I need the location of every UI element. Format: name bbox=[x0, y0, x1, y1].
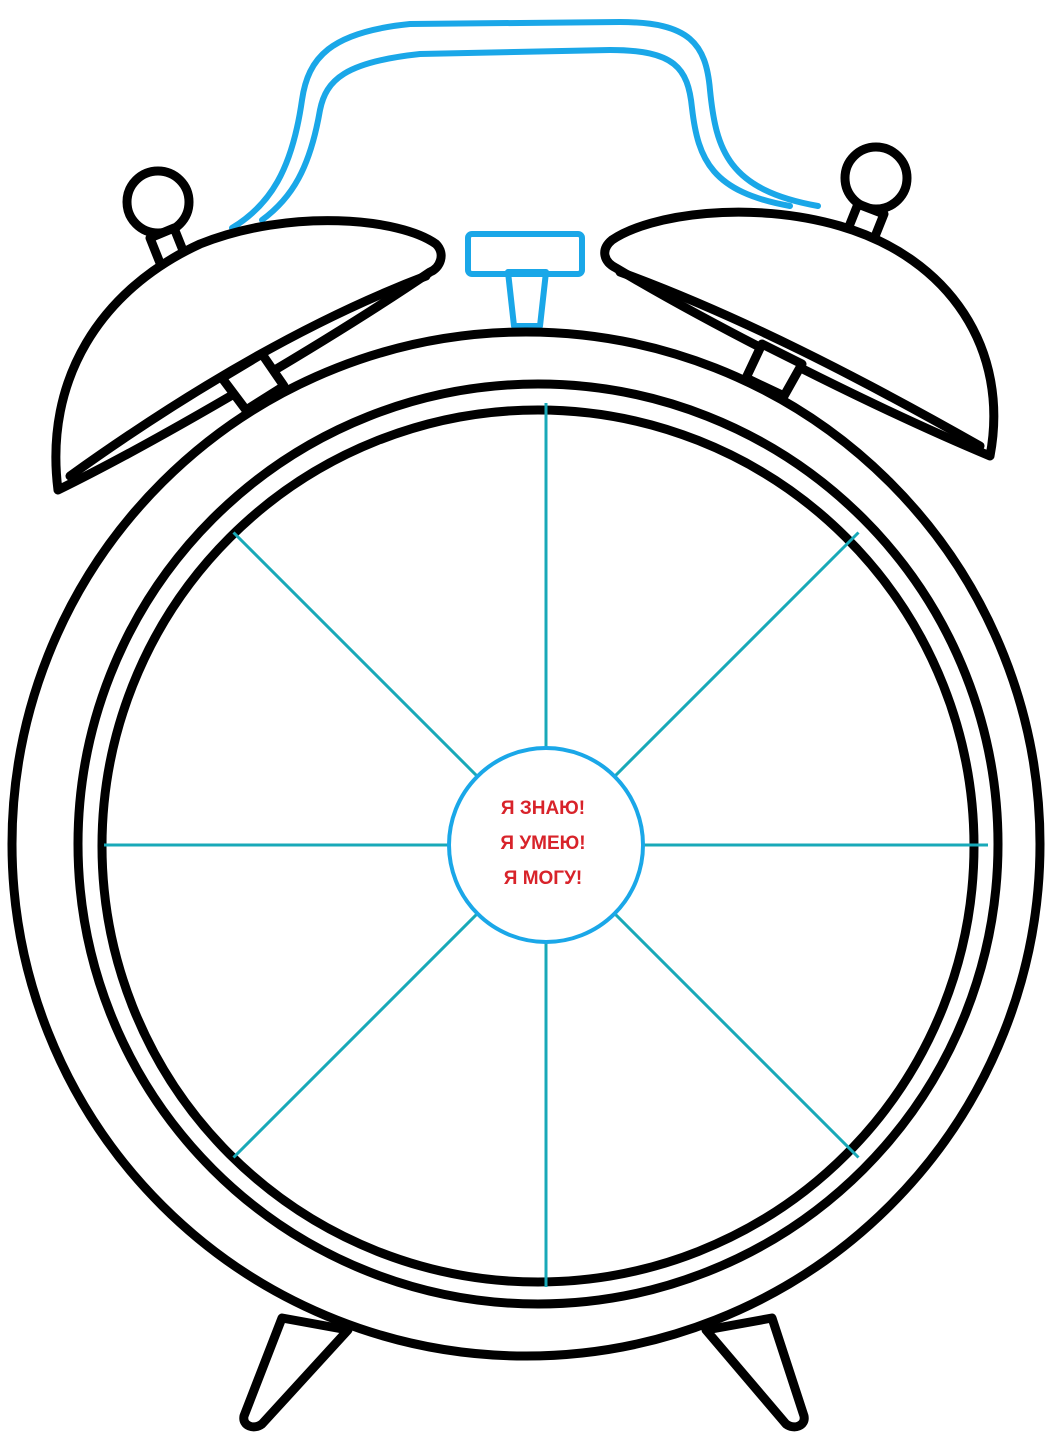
legs bbox=[239, 1313, 809, 1432]
right-leg bbox=[701, 1313, 809, 1432]
handle-outer-line bbox=[229, 19, 821, 231]
handle bbox=[229, 19, 821, 231]
inner-case-ring bbox=[73, 379, 1003, 1309]
left-bell bbox=[51, 166, 446, 495]
dial-spoke-2 bbox=[613, 912, 860, 1159]
center-text-line-2: Я УМЕЮ! bbox=[500, 833, 585, 854]
top-button-cap bbox=[465, 231, 585, 277]
center-text-line-1: Я ЗНАЮ! bbox=[501, 798, 585, 819]
top-button-stem bbox=[505, 269, 549, 329]
right-bell bbox=[600, 142, 999, 461]
handle-inner-line bbox=[259, 47, 793, 223]
right-bell-knob bbox=[840, 142, 912, 214]
left-bell-knob bbox=[122, 166, 194, 238]
left-bell-connector bbox=[217, 349, 289, 415]
dial-spoke-8 bbox=[613, 531, 860, 778]
right-bell-rim-line bbox=[615, 267, 985, 451]
center-badge: Я ЗНАЮ! Я УМЕЮ! Я МОГУ! bbox=[447, 746, 645, 944]
dial-spokes bbox=[104, 403, 988, 1287]
dial-spoke-6 bbox=[232, 531, 479, 778]
center-circle bbox=[447, 746, 645, 944]
left-leg bbox=[239, 1313, 353, 1432]
dial-spoke-4 bbox=[232, 912, 479, 1159]
top-button bbox=[465, 231, 585, 329]
center-text-line-3: Я МОГУ! bbox=[504, 868, 582, 889]
